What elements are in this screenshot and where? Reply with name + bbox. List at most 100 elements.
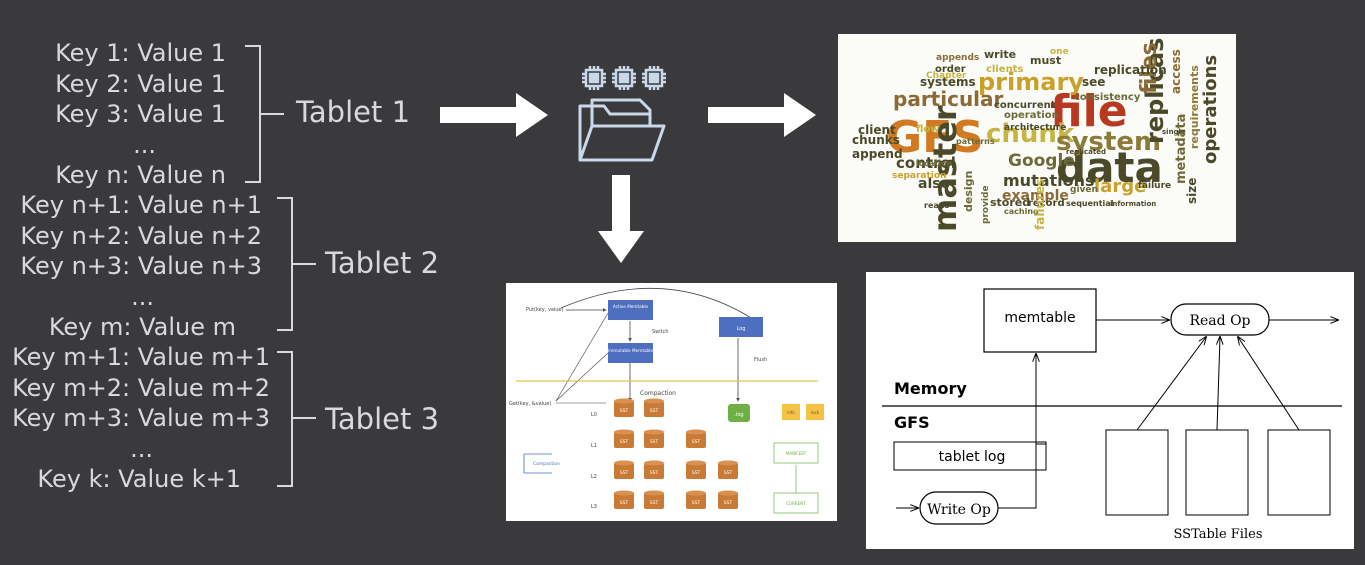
log-label: Log — [737, 326, 746, 332]
kv-row: Key n+2: Value n+2 — [20, 221, 262, 250]
manifest-label: MANIFEST — [786, 451, 807, 456]
sstable-files-label: SSTable Files — [1173, 527, 1262, 542]
sst-file-icon: SST — [686, 460, 706, 479]
cloud-word: master — [926, 105, 964, 232]
put-label: Put(key, value) — [526, 307, 564, 313]
arrow-right-icon — [440, 93, 548, 137]
log-file-box — [728, 404, 750, 422]
kv-ellipsis: ... — [131, 282, 154, 311]
cloud-word: mutations — [1003, 171, 1095, 190]
immutable-memtable-box — [608, 343, 653, 363]
memory-label: Memory — [894, 379, 967, 398]
active-memtable-box — [608, 300, 653, 320]
cloud-word: concurrent — [994, 100, 1056, 111]
sst-file-icon: SST — [718, 490, 738, 509]
memtable-label: memtable — [1004, 310, 1075, 326]
sst-file-icon: SST — [644, 490, 664, 509]
cloud-word: provide — [981, 185, 991, 224]
cloud-word: failures — [1033, 179, 1047, 230]
cloud-word: appends — [936, 53, 979, 63]
cloud-word: design — [962, 171, 975, 212]
lock-file-box — [806, 404, 824, 420]
cloud-word: example — [1002, 188, 1069, 204]
sst-label: SST — [620, 439, 629, 445]
cloud-word: see — [1082, 75, 1105, 89]
immutable-memtable-label: Immutable Memtable — [608, 348, 653, 353]
lock-file-label: lock — [811, 410, 820, 415]
kv-row: Key m: Value m — [48, 313, 236, 341]
flow-arrows — [440, 93, 816, 263]
tablet-3-brace — [277, 351, 316, 487]
sst-file-icon: SST — [718, 460, 738, 479]
info-file-box — [782, 404, 800, 420]
tablet-log-box — [893, 441, 1047, 471]
cloud-word: write — [984, 48, 1016, 61]
lsm-tree-panel: Active Memtable Immutable Memtable Log P… — [506, 283, 837, 521]
cloud-word: replicated — [1066, 148, 1106, 156]
sst-label: SST — [650, 470, 659, 476]
arrow-down-icon — [598, 175, 644, 263]
sst-label: SST — [692, 470, 701, 476]
cloud-word: chunk — [986, 119, 1075, 149]
cloud-word: file — [1050, 86, 1128, 137]
tablet-3-rows: Key m+1: Value m+1 Key m+2: Value m+2 Ke… — [0, 342, 270, 495]
sst-label: SST — [650, 408, 659, 414]
cloud-word: client — [858, 123, 896, 137]
cloud-word: GFS — [886, 112, 984, 163]
cloud-word: operations — [1200, 55, 1221, 164]
log-box — [719, 317, 763, 337]
cloud-word: information — [1110, 200, 1156, 208]
cloud-word: given — [1070, 185, 1098, 195]
tablet-2-label: Tablet 2 — [325, 246, 440, 280]
sst-label: SST — [620, 500, 629, 506]
sst-file-icon: SST — [614, 460, 634, 479]
cloud-word: patterns — [956, 137, 995, 146]
kv-row: Key m+1: Value m+1 — [12, 343, 270, 371]
cloud-word: consistency — [1074, 92, 1141, 103]
memtable-box — [983, 288, 1097, 353]
cpu-chip-icon — [582, 66, 666, 90]
cloud-word: primary — [978, 68, 1084, 96]
sst-file-icon: SST — [686, 429, 706, 448]
kv-row: Key 3: Value 1 — [55, 100, 226, 128]
sst-label: SST — [692, 500, 701, 506]
cloud-word: large — [1094, 176, 1146, 197]
compaction-label: Compaction — [640, 390, 676, 397]
cloud-word: also — [918, 176, 951, 192]
sst-file-icon: SST — [644, 460, 664, 479]
sst-file-icon: SST — [614, 429, 634, 448]
sst-file-icon: SST — [614, 398, 634, 417]
cloud-word: failure — [1138, 181, 1171, 191]
cloud-word: reads — [924, 201, 949, 210]
cloud-word: files — [1137, 42, 1162, 94]
manifest-box — [773, 442, 819, 464]
cloud-word: must — [1030, 54, 1061, 67]
level-label: L0 — [591, 412, 597, 418]
cloud-word: stored — [990, 196, 1030, 209]
cloud-word: access — [1169, 49, 1183, 94]
arrow-right-icon — [708, 93, 816, 137]
kv-ellipsis: ... — [130, 434, 153, 463]
info-file-label: info — [787, 410, 795, 415]
cloud-word: Chapter — [926, 71, 967, 81]
current-label: CURRENT — [786, 501, 806, 506]
open-folder-icon — [578, 98, 666, 162]
kv-row: Key m+3: Value m+3 — [12, 404, 270, 432]
cloud-word: order — [935, 64, 966, 75]
cloud-word: replicas — [1141, 38, 1169, 144]
bigtable-diagram: memtable Read Op Memory GFS tablet log W… — [882, 288, 1342, 542]
tablet-3-label: Tablet 3 — [325, 402, 440, 436]
tablet-log-label: tablet log — [939, 449, 1006, 465]
sstable-file-box — [1267, 429, 1331, 516]
flush-label: Flush — [754, 357, 767, 363]
cloud-word: location — [916, 159, 952, 168]
kv-row: Key k: Value k+1 — [37, 465, 241, 493]
tablet-1-rows: Key 1: Value 1 Key 2: Value 1 Key 3: Val… — [20, 38, 226, 191]
gfs-label: GFS — [894, 413, 930, 432]
cloud-word: record — [1028, 198, 1065, 209]
kv-row: Key 1: Value 1 — [55, 39, 226, 67]
switch-label: Switch — [652, 329, 669, 335]
level-label: L2 — [591, 474, 597, 480]
